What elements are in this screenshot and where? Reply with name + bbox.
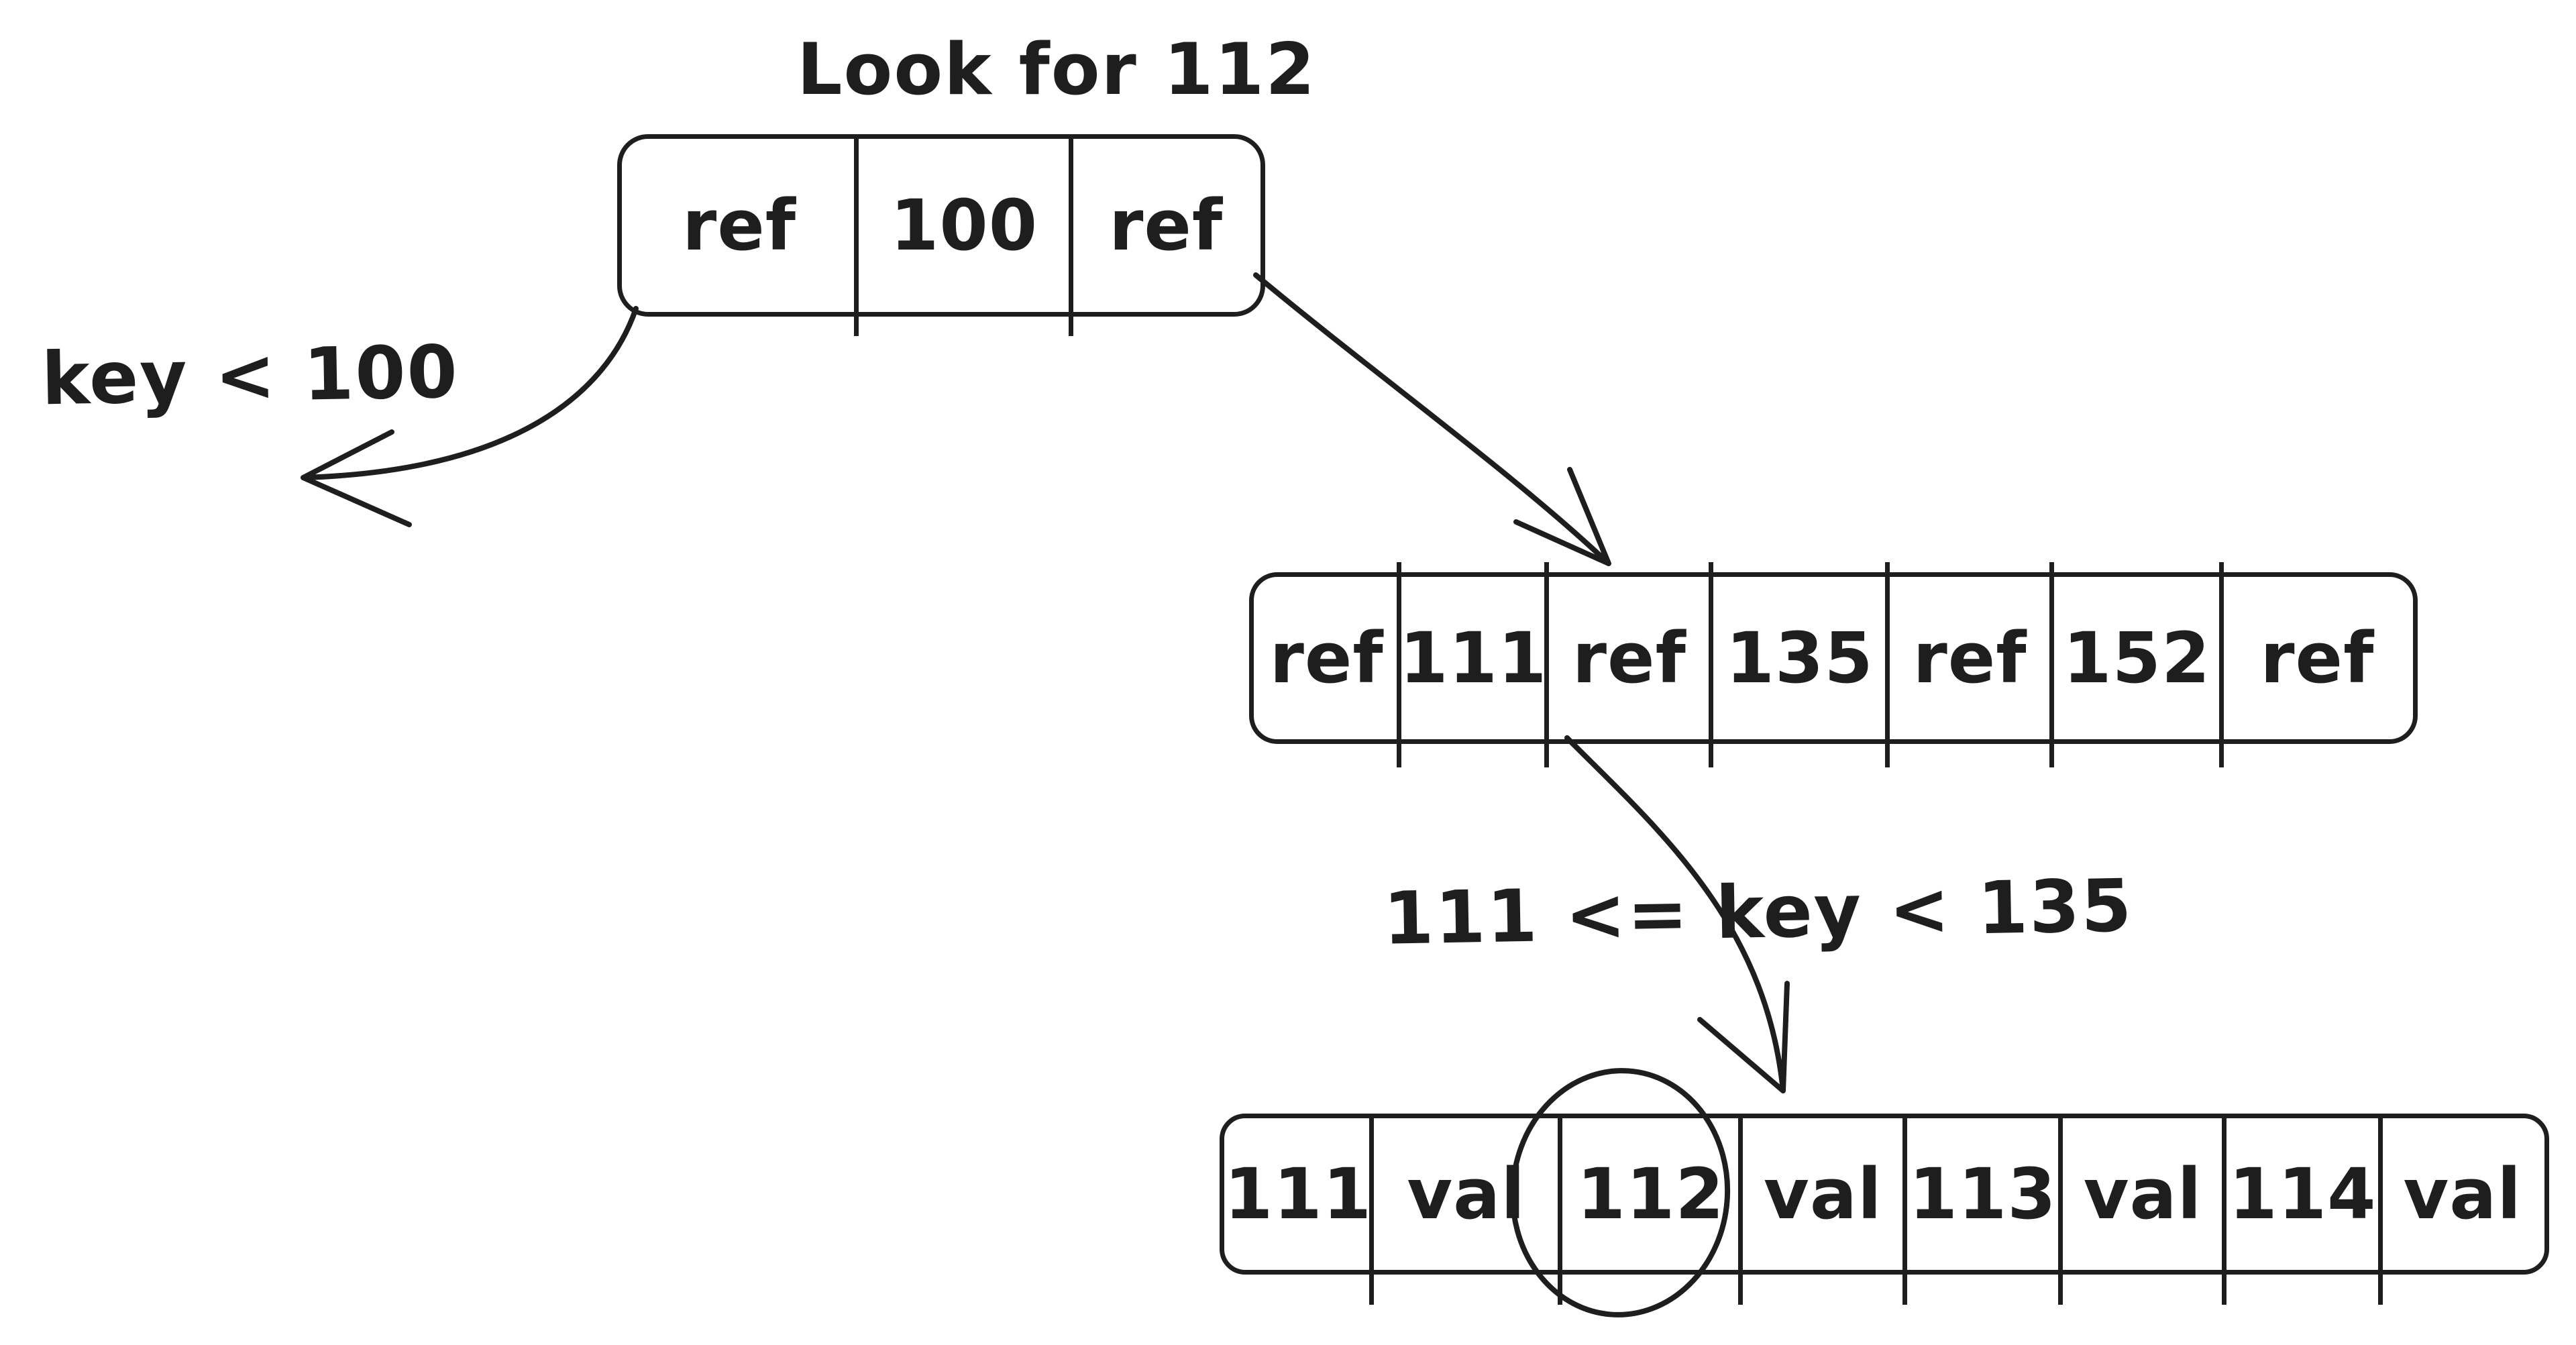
internal-cell-ref-0: ref — [1269, 617, 1384, 699]
leaf-cell-key-114: 114 — [2222, 1114, 2380, 1305]
diagram-title: Look for 112 — [797, 28, 1316, 111]
leaf-cell-val-0: val — [1369, 1114, 1560, 1305]
leaf-node: 111 val 112 val 113 val 114 val — [1220, 1114, 2549, 1305]
internal-cell-key-135: 135 — [1709, 562, 1888, 767]
left-branch-condition-label: key < 100 — [40, 330, 460, 422]
internal-cell-ref-1: ref — [1544, 562, 1711, 767]
root-cell-ref-right: ref — [1069, 136, 1260, 336]
leaf-cell-val-1: val — [1738, 1114, 1904, 1305]
leaf-cell-val-3: val — [2377, 1114, 2544, 1305]
root-cell-key-100: 100 — [853, 136, 1071, 336]
middle-branch-condition-label: 111 <= key < 135 — [1382, 864, 2134, 961]
internal-node: ref 111 ref 135 ref 152 ref — [1249, 562, 2418, 767]
internal-cell-ref-3: ref — [2218, 562, 2413, 767]
leaf-cell-key-113: 113 — [1902, 1114, 2061, 1305]
leaf-cell-key-112: 112 — [1558, 1114, 1741, 1305]
root-to-internal-arrow — [1253, 272, 1611, 566]
internal-cell-ref-2: ref — [1885, 562, 2052, 767]
internal-cell-key-152: 152 — [2049, 562, 2222, 767]
leaf-cell-val-2: val — [2057, 1114, 2224, 1305]
leaf-cell-key-111: 111 — [1224, 1153, 1373, 1235]
root-cell-ref-left: ref — [682, 184, 797, 266]
internal-cell-key-111: 111 — [1397, 562, 1547, 767]
root-node: ref 100 ref — [617, 134, 1265, 336]
